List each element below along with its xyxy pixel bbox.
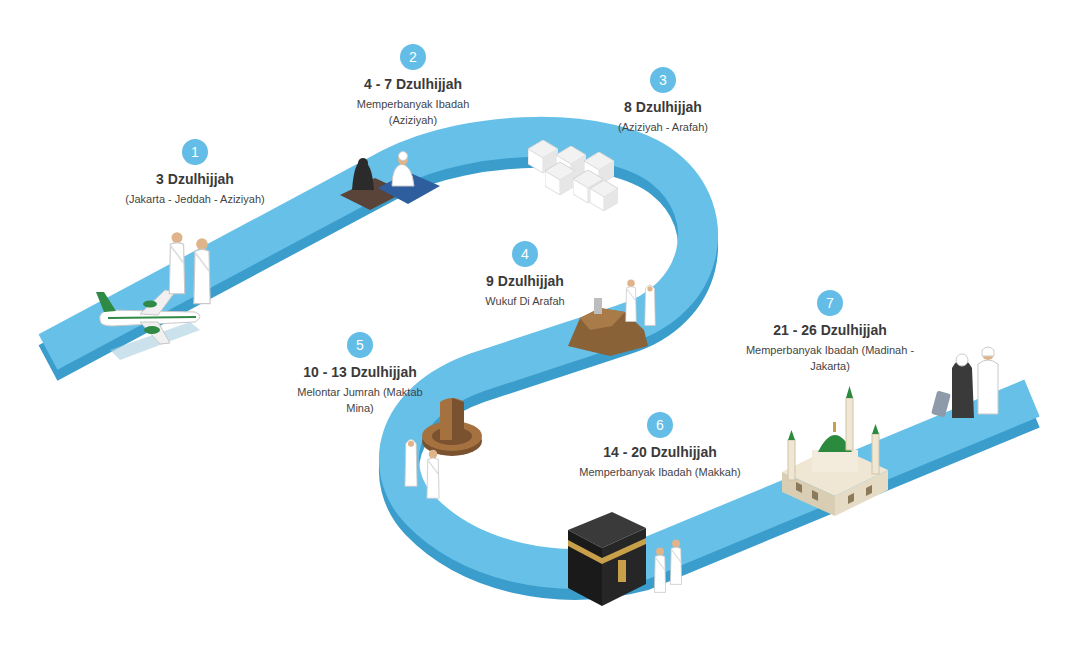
date-heading: 10 - 13 Dzulhijjah [286, 364, 434, 380]
stage-description: Memperbanyak Ibadah (Madinah - Jakarta) [736, 342, 924, 374]
jumrah [405, 398, 482, 498]
stage-node: 5 10 - 13 DzulhijjahMelontar Jumrah (Makt… [286, 332, 434, 416]
stage-node: 7 21 - 26 DzulhijjahMemperbanyak Ibadah (… [736, 290, 924, 374]
mount-arafah [568, 280, 655, 357]
callout-number: 2 [400, 44, 426, 70]
tents [528, 140, 618, 211]
mosque [782, 386, 888, 516]
stage-node: 2 4 - 7 DzulhijjahMemperbanyak Ibadah (Az… [339, 44, 487, 128]
callout-number: 4 [512, 241, 538, 267]
callout-number: 5 [347, 332, 373, 358]
date-heading: 3 Dzulhijjah [81, 171, 309, 187]
stage-description: Memperbanyak Ibadah (Aziziyah) [339, 96, 487, 128]
kaaba [568, 512, 682, 606]
stage-description: Memperbanyak Ibadah (Makkah) [571, 464, 749, 480]
callout-number: 7 [817, 290, 843, 316]
date-heading: 14 - 20 Dzulhijjah [571, 444, 749, 460]
date-heading: 21 - 26 Dzulhijjah [736, 322, 924, 338]
callout-number: 3 [650, 67, 676, 93]
date-heading: 4 - 7 Dzulhijjah [339, 76, 487, 92]
callout-number: 1 [182, 139, 208, 165]
stage-description: Wukuf Di Arafah [451, 293, 599, 309]
stage-description: Melontar Jumrah (Maktab Mina) [286, 384, 434, 416]
prayer-rugs [340, 152, 440, 211]
date-heading: 8 Dzulhijjah [579, 99, 747, 115]
stage-description: (Aziziyah - Arafah) [579, 119, 747, 135]
road [48, 137, 1032, 580]
date-heading: 9 Dzulhijjah [451, 273, 599, 289]
pilgrims [169, 232, 210, 303]
stage-node: 6 14 - 20 DzulhijjahMemperbanyak Ibadah (… [571, 412, 749, 480]
travelers [931, 347, 998, 418]
stage-node: 3 8 Dzulhijjah (Aziziyah - Arafah) [579, 67, 747, 135]
stage-node: 1 3 Dzulhijjah (Jakarta - Jeddah - Aziziya… [81, 139, 309, 207]
stage-description: (Jakarta - Jeddah - Aziziyah) [81, 191, 309, 207]
stage-node: 4 9 DzulhijjahWukuf Di Arafah [451, 241, 599, 309]
callout-number: 6 [647, 412, 673, 438]
airplane [96, 290, 200, 360]
